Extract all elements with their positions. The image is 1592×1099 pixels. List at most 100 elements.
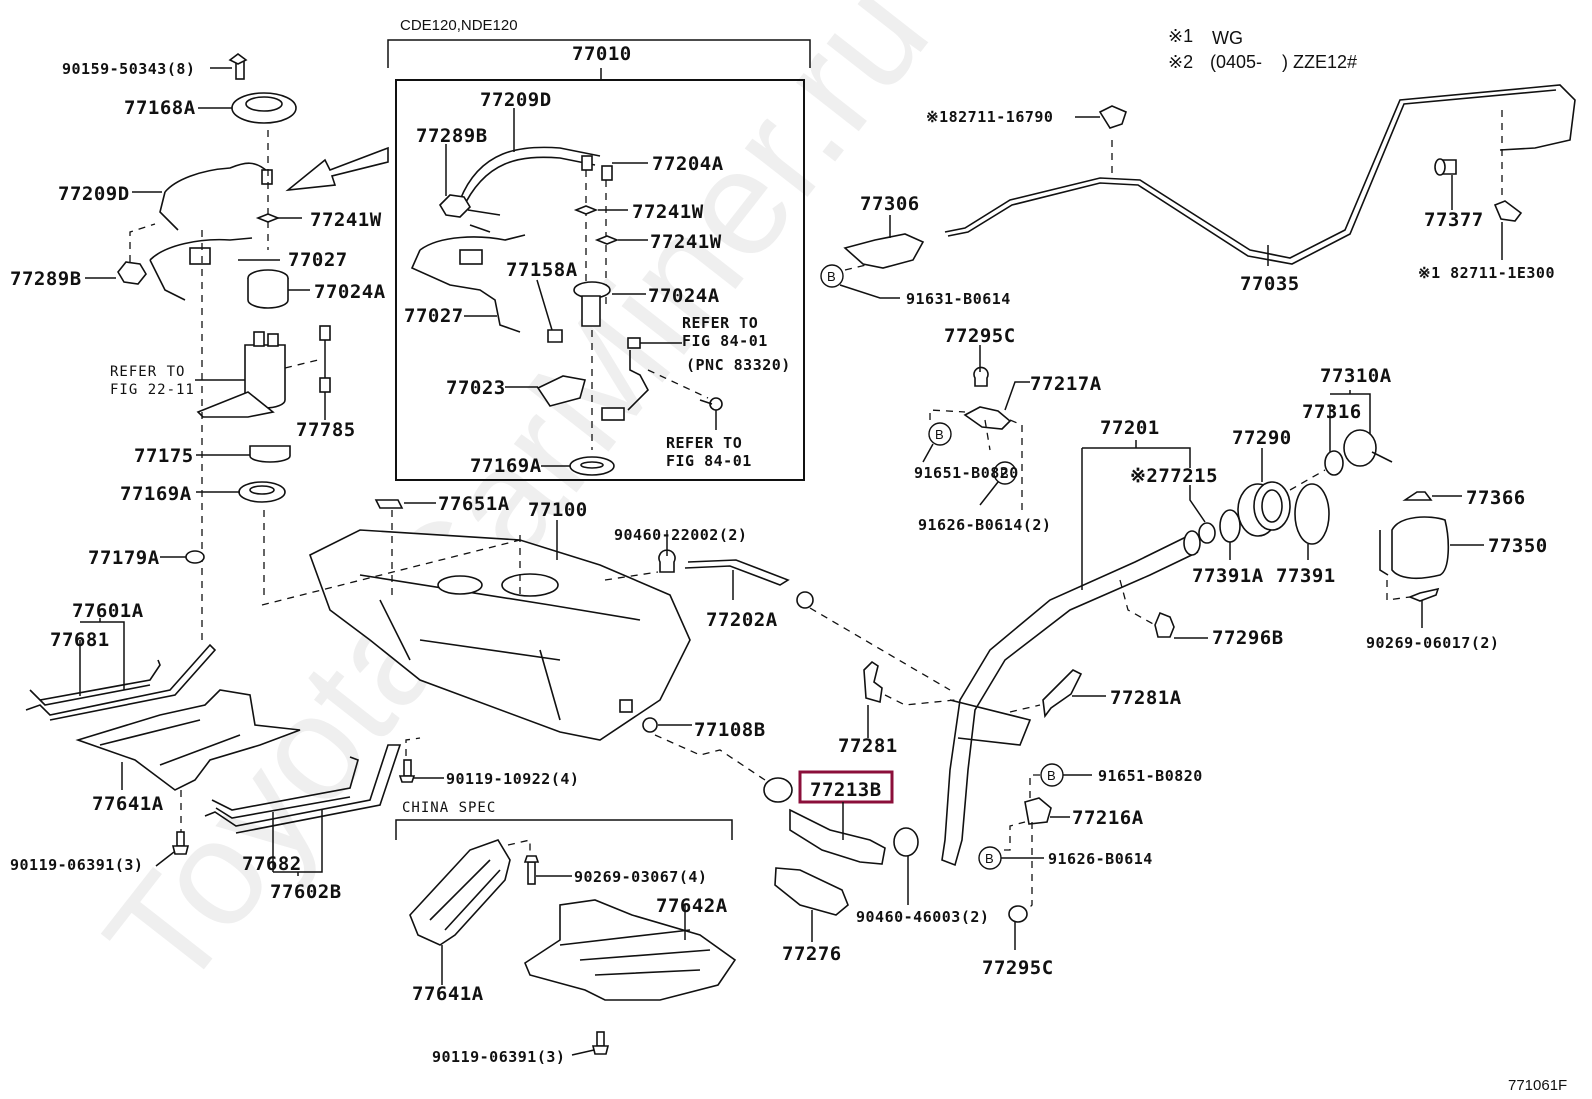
label-77201[interactable]: 77201 — [1100, 417, 1160, 439]
label-77168A[interactable]: 77168A — [124, 97, 196, 119]
part-clip-77241W-left[interactable] — [255, 213, 281, 223]
label-77682[interactable]: 77682 — [242, 853, 302, 875]
part-clamp-90460-46003[interactable] — [893, 827, 919, 857]
label-77366[interactable]: 77366 — [1466, 487, 1526, 509]
label-77024A-box[interactable]: 77024A — [648, 285, 720, 307]
part-bolt-90119-06391-left[interactable] — [171, 831, 190, 855]
part-cable-77035[interactable] — [944, 84, 1576, 265]
label-77306[interactable]: 77306 — [860, 193, 920, 215]
part-bracket-77289B-box[interactable] — [438, 194, 472, 218]
part-gasket-77169A-left[interactable] — [238, 481, 286, 503]
label-91651-B0820-bottom[interactable]: 91651-B0820 — [1098, 767, 1203, 785]
label-82711-1E300[interactable]: ※1 82711-1E300 — [1418, 264, 1555, 282]
part-tube-77209D-box[interactable] — [459, 146, 613, 233]
part-clip-77295C-top[interactable] — [973, 366, 989, 387]
part-ring-77391[interactable] — [1294, 483, 1330, 545]
label-77035[interactable]: 77035 — [1240, 273, 1300, 295]
label-90269-03067[interactable]: 90269-03067(4) — [574, 868, 707, 886]
ref-fig-84-b-line2[interactable]: FIG 84-01 — [666, 452, 752, 470]
label-77276[interactable]: 77276 — [782, 943, 842, 965]
label-77215[interactable]: ※277215 — [1130, 465, 1218, 487]
part-hose-77213B[interactable] — [789, 808, 886, 865]
label-77027-box[interactable]: 77027 — [404, 305, 464, 327]
label-77295C-top[interactable]: 77295C — [944, 325, 1016, 347]
part-tube-77027-left[interactable] — [149, 237, 253, 301]
part-clip-77295C-bottom[interactable] — [1008, 905, 1028, 923]
part-pad-77651A[interactable] — [374, 499, 404, 509]
part-pump-refer-22[interactable] — [196, 331, 286, 418]
part-bolt-90119-10922[interactable] — [398, 759, 416, 783]
part-bolt-90159[interactable] — [228, 53, 248, 80]
part-grommet-77179A[interactable] — [185, 550, 205, 564]
label-77158A[interactable]: 77158A — [506, 259, 578, 281]
label-77179A[interactable]: 77179A — [88, 547, 160, 569]
label-90119-06391-china[interactable]: 90119-06391(3) — [432, 1048, 565, 1066]
label-77024A-left[interactable]: 77024A — [314, 281, 386, 303]
part-clip-82711-16790[interactable] — [1098, 105, 1127, 129]
label-77209D-left[interactable]: 77209D — [58, 183, 130, 205]
part-hose-77276[interactable] — [774, 867, 849, 916]
label-77310A[interactable]: 77310A — [1320, 365, 1392, 387]
part-bracket-77175[interactable] — [249, 445, 291, 463]
label-77316[interactable]: 77316 — [1302, 401, 1362, 423]
label-77391[interactable]: 77391 — [1276, 565, 1336, 587]
label-77204A[interactable]: 77204A — [652, 153, 724, 175]
label-77601A[interactable]: 77601A — [72, 600, 144, 622]
part-clamp-77202A-end[interactable] — [796, 591, 814, 609]
label-77289B-box[interactable]: 77289B — [416, 125, 488, 147]
label-77241W-left[interactable]: 77241W — [310, 209, 382, 231]
label-77602B[interactable]: 77602B — [270, 881, 342, 903]
part-protector-77642A[interactable] — [524, 899, 737, 1001]
part-bracket-77289B-left[interactable] — [117, 261, 147, 285]
part-screw-refer-84[interactable] — [699, 397, 723, 411]
part-clip-77296B[interactable] — [1154, 611, 1175, 638]
part-clip-77241W-box2[interactable] — [594, 235, 620, 245]
label-82711-16790[interactable]: ※182711-16790 — [926, 108, 1053, 126]
part-filler-pipe-77201[interactable] — [941, 530, 1201, 867]
label-77377[interactable]: 77377 — [1424, 209, 1484, 231]
label-77169A-box[interactable]: 77169A — [470, 455, 542, 477]
label-77100[interactable]: 77100 — [528, 499, 588, 521]
part-unit-77024A-left[interactable] — [247, 269, 289, 309]
part-sensor-77158A[interactable] — [547, 329, 563, 343]
label-77010[interactable]: 77010 — [572, 43, 632, 65]
part-strap-77681[interactable] — [25, 643, 217, 721]
part-protector-77641A-china[interactable] — [409, 839, 511, 946]
ref-fig-84-a-line2[interactable]: FIG 84-01 — [682, 332, 768, 350]
label-90460-22002[interactable]: 90460-22002(2) — [614, 526, 747, 544]
part-clamp-90460-22002[interactable] — [658, 549, 676, 573]
part-clip-77366[interactable] — [1402, 491, 1433, 501]
part-ring-77168A[interactable] — [231, 92, 297, 124]
part-bracket-77217A[interactable] — [963, 406, 1012, 430]
part-clamp-77213B-end[interactable] — [763, 777, 793, 803]
label-91626-B0614[interactable]: 91626-B0614 — [1048, 850, 1153, 868]
part-ring-77391A[interactable] — [1219, 509, 1241, 543]
label-77281[interactable]: 77281 — [838, 735, 898, 757]
part-inlet-77290[interactable] — [1237, 481, 1291, 537]
label-77175[interactable]: 77175 — [134, 445, 194, 467]
part-plug-77108B[interactable] — [642, 717, 658, 733]
part-strap-77682[interactable] — [204, 744, 402, 834]
label-77209D-box[interactable]: 77209D — [480, 89, 552, 111]
part-cap-77310A[interactable] — [1343, 429, 1393, 467]
label-77241W-box1[interactable]: 77241W — [632, 201, 704, 223]
part-gasket-77215[interactable] — [1198, 522, 1216, 544]
part-tube-77209D-left[interactable] — [159, 162, 273, 231]
part-bolt-90119-06391-china[interactable] — [591, 1031, 610, 1055]
part-bracket-77216A[interactable] — [1024, 797, 1052, 825]
label-77391A[interactable]: 77391A — [1192, 565, 1264, 587]
part-bracket-77281[interactable] — [863, 660, 883, 704]
label-77296B[interactable]: 77296B — [1212, 627, 1284, 649]
label-77651A[interactable]: 77651A — [438, 493, 510, 515]
label-90269-06017[interactable]: 90269-06017(2) — [1366, 634, 1499, 652]
label-77785[interactable]: 77785 — [296, 419, 356, 441]
part-clip-82711-1E300[interactable] — [1493, 200, 1523, 222]
label-77241W-box2[interactable]: 77241W — [650, 231, 722, 253]
label-77289B-left[interactable]: 77289B — [10, 268, 82, 290]
label-77108B[interactable]: 77108B — [694, 719, 766, 741]
ref-fig-22-line2[interactable]: FIG 22-11 — [110, 382, 195, 398]
part-bolt-90269-03067[interactable] — [523, 855, 540, 885]
label-77213B[interactable]: 77213B — [810, 779, 882, 801]
part-lid-77350[interactable] — [1379, 516, 1450, 580]
label-91631-B0614[interactable]: 91631-B0614 — [906, 290, 1011, 308]
